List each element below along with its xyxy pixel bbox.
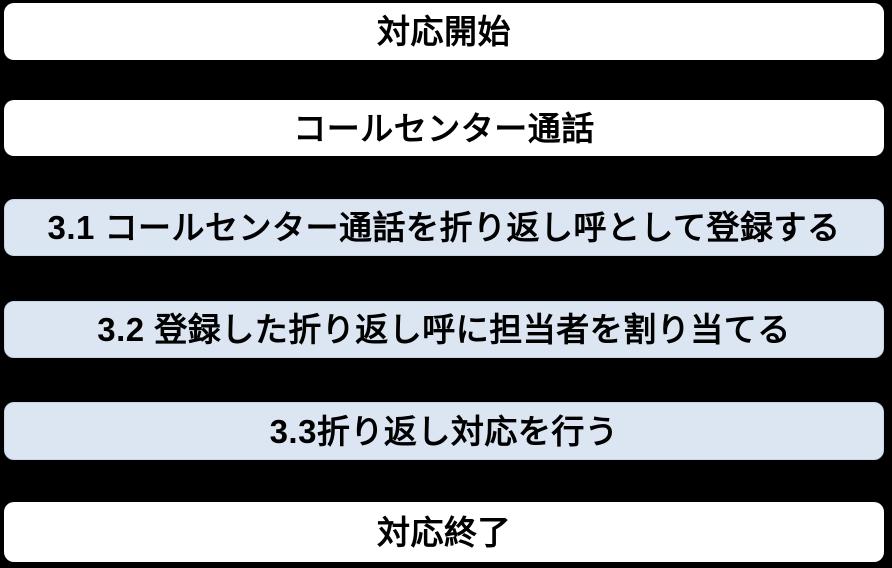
- flow-node-step-3-3-label: 3.3折り返し対応を行う: [269, 412, 619, 450]
- flow-node-start: 対応開始: [4, 3, 884, 60]
- flow-node-step-3-3: 3.3折り返し対応を行う: [4, 402, 884, 460]
- flow-node-call-center-call: コールセンター通話: [4, 100, 884, 156]
- flow-node-end-label: 対応終了: [377, 513, 511, 551]
- flow-node-end: 対応終了: [4, 502, 884, 562]
- flow-node-start-label: 対応開始: [377, 13, 511, 50]
- flow-node-step-3-1-label: 3.1 コールセンター通話を折り返し呼として登録する: [47, 209, 841, 246]
- flow-node-step-3-2: 3.2 登録した折り返し呼に担当者を割り当てる: [4, 301, 884, 358]
- flow-node-call-center-call-label: コールセンター通話: [293, 109, 595, 147]
- flow-node-step-3-2-label: 3.2 登録した折り返し呼に担当者を割り当てる: [97, 311, 791, 348]
- flow-node-step-3-1: 3.1 コールセンター通話を折り返し呼として登録する: [4, 199, 884, 256]
